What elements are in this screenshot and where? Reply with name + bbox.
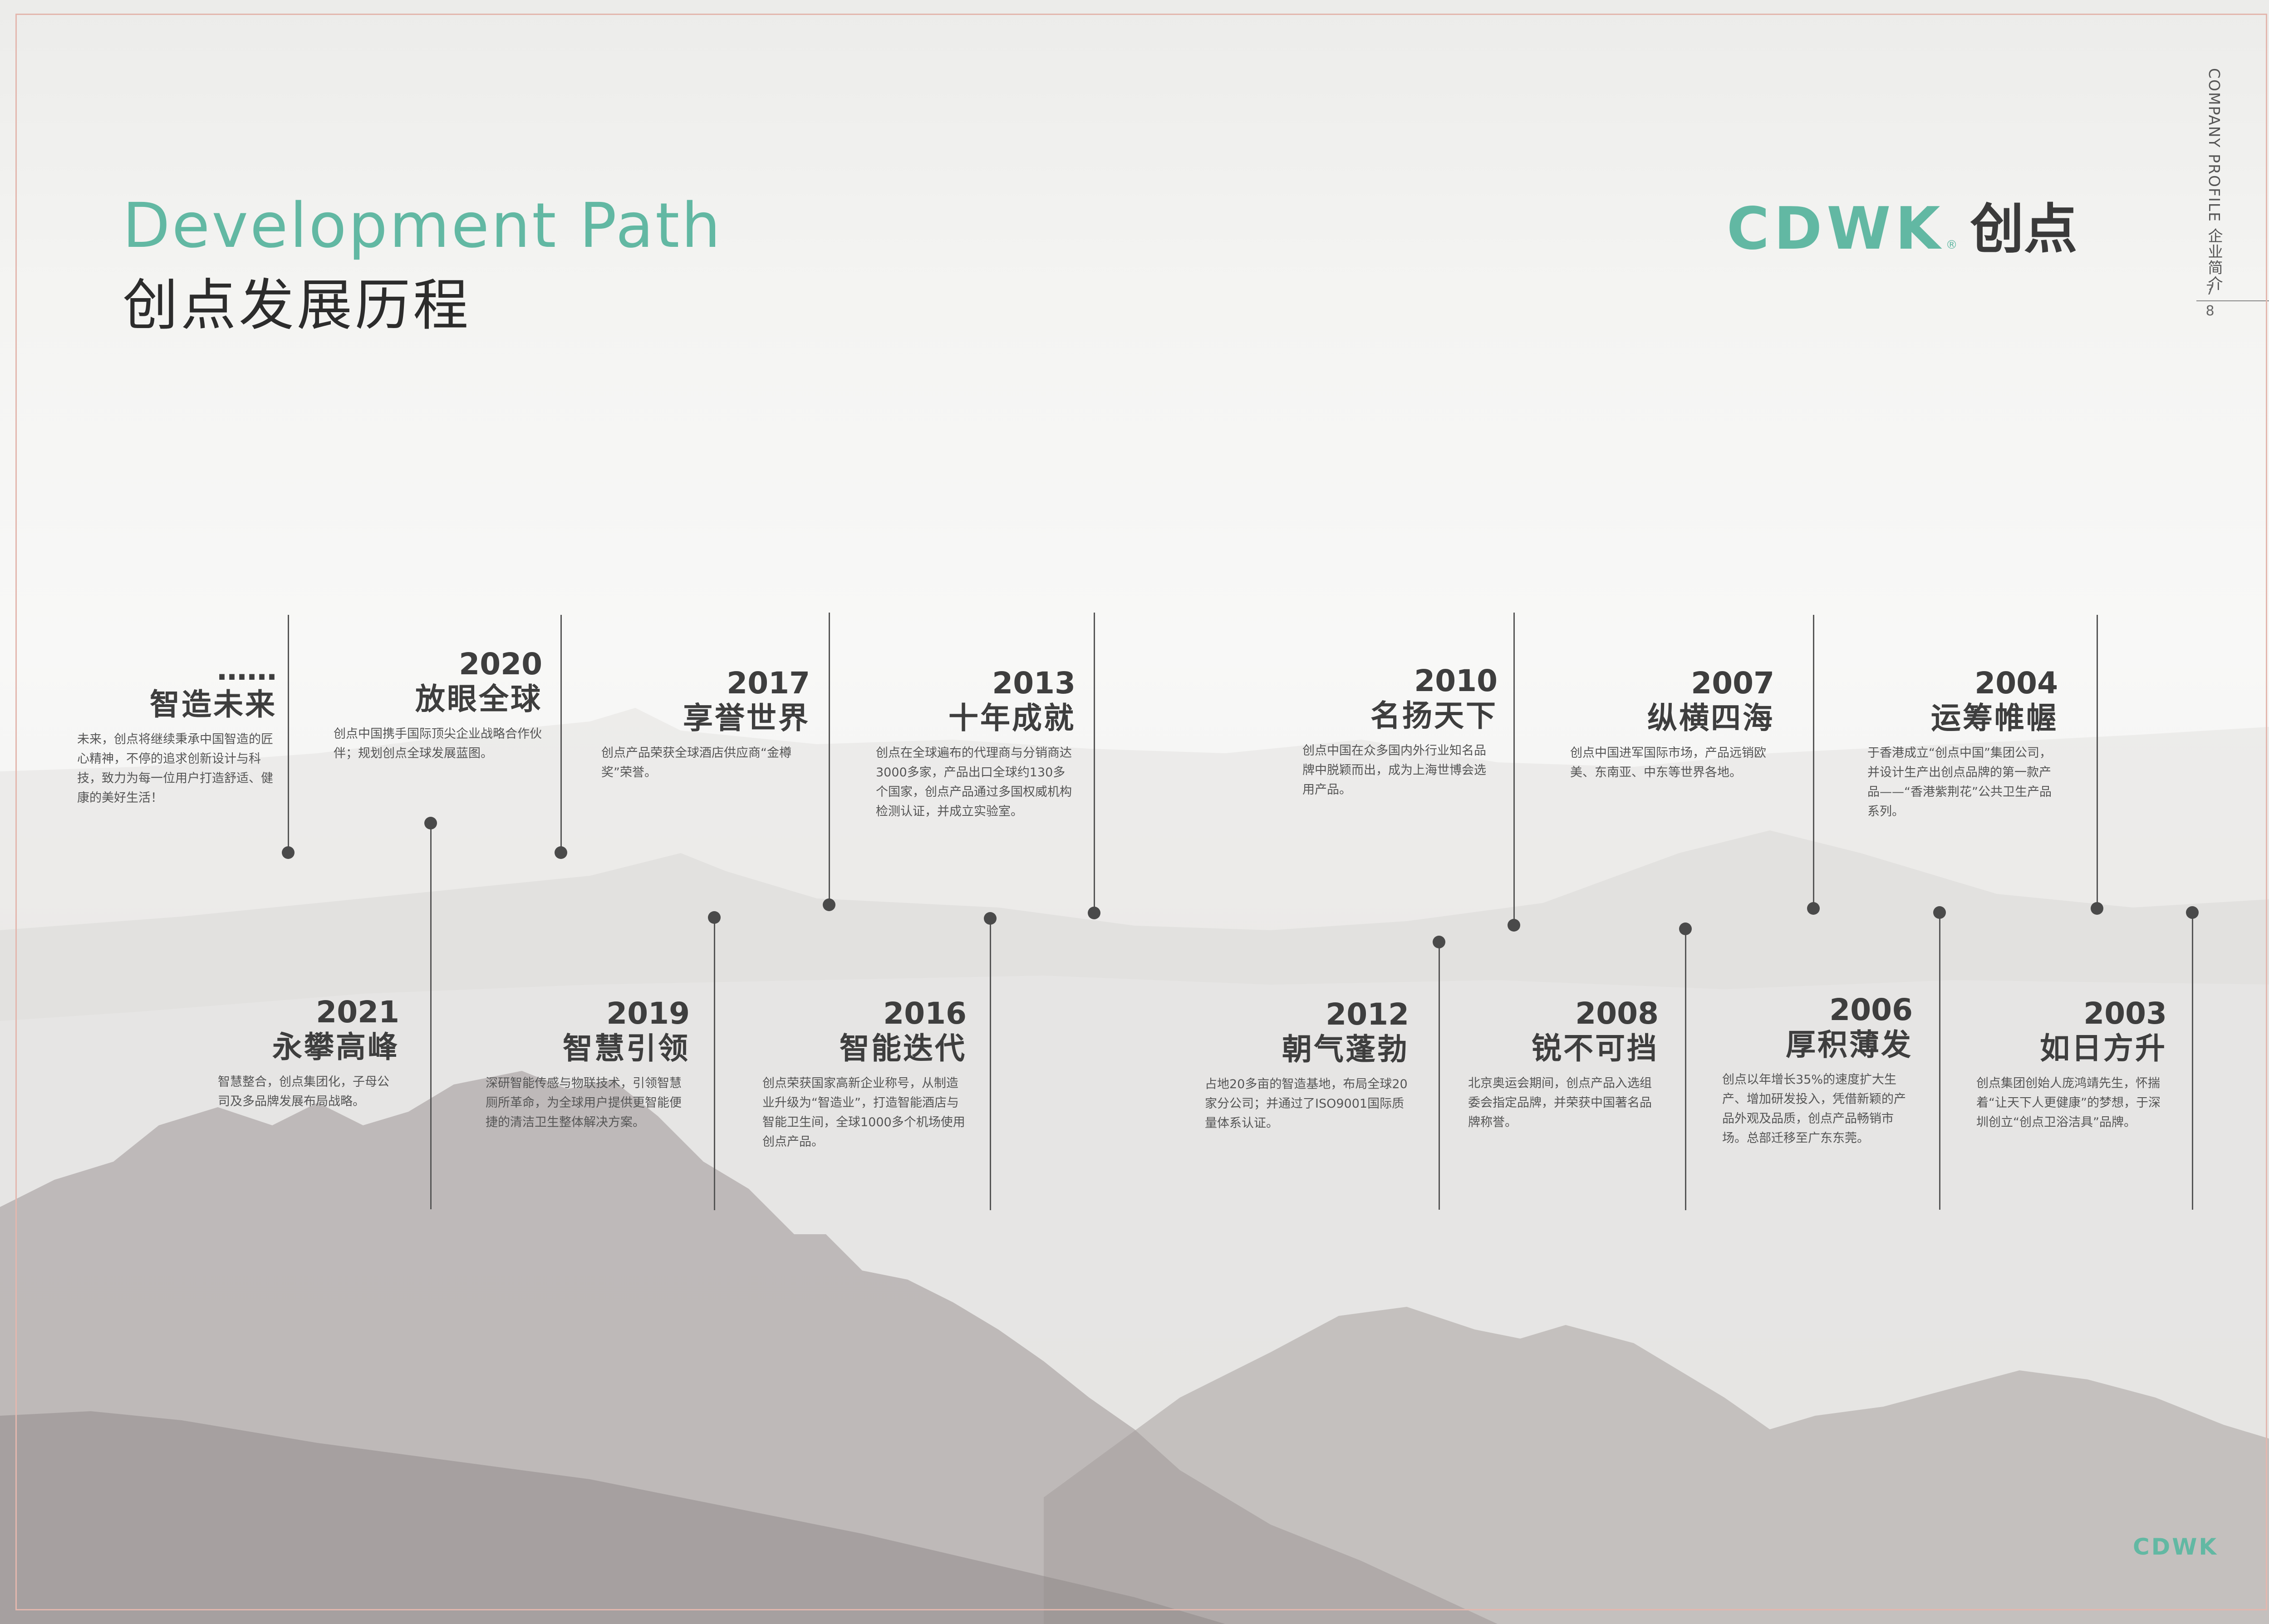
milestone-year: 2008 [1575, 996, 1659, 1031]
milestone-year: 2017 [727, 666, 810, 701]
timeline-dot [823, 898, 835, 911]
timeline-dot [984, 912, 997, 925]
side-section-label: COMPANY PROFILE 企业简介 [2205, 68, 2223, 292]
milestone-2012: 2012 朝气蓬勃 占地20多亩的智造基地，布局全球20家分公司；并通过了ISO… [1205, 998, 1409, 1133]
logo-chinese: 创点 [1970, 198, 2077, 260]
milestone-2019: 2019 智慧引领 深研智能传感与物联技术，引领智慧厕所革命，为全球用户提供更智… [486, 997, 690, 1132]
milestone-desc: 创点产品荣获全球酒店供应商“金樽奖”荣誉。 [601, 746, 791, 780]
milestone-year: 2003 [2083, 996, 2167, 1031]
milestone-desc: 智慧整合，创点集团化，子母公司及多品牌发展布局战略。 [218, 1074, 389, 1109]
page-number-divider [2196, 300, 2269, 301]
milestone-year: 2004 [1974, 666, 2058, 701]
timeline-line [1094, 613, 1095, 912]
milestone-desc: 北京奥运会期间，创点产品入选组委会指定品牌，并荣获中国著名品牌称誉。 [1468, 1076, 1652, 1130]
timeline-line [560, 615, 562, 853]
timeline-line [1813, 615, 1814, 910]
logo-registered-mark: ® [1945, 238, 1958, 252]
milestone-year: 2019 [606, 996, 690, 1031]
timeline-dot [555, 846, 567, 859]
milestone-2017: 2017 享誉世界 创点产品荣获全球酒店供应商“金樽奖”荣誉。 [601, 667, 810, 782]
milestone-desc: 创点以年增长35%的速度扩大生产、增加研发投入，凭借新颖的产品外观及品质，创点产… [1722, 1072, 1906, 1146]
milestone-2010: 2010 名扬天下 创点中国在众多国内外行业知名品牌中脱颖而出，成为上海世博会选… [1302, 663, 1498, 800]
milestone-2020: 2020 放眼全球 创点中国携手国际顶尖企业战略合作伙伴；规划创点全球发展蓝图。 [334, 648, 542, 763]
timeline-dot [1508, 919, 1520, 932]
milestone-title: 朝气蓬勃 [1282, 1031, 1409, 1067]
milestone-title: 如日方升 [2040, 1030, 2167, 1066]
milestone-2007: 2007 纵横四海 创点中国进军国际市场，产品远销欧美、东南亚、中东等世界各地。 [1570, 667, 1774, 782]
milestone-2006: 2006 厚积薄发 创点以年增长35%的速度扩大生产、增加研发投入，凭借新颖的产… [1722, 992, 1913, 1148]
milestone-title: 名扬天下 [1370, 698, 1498, 733]
milestone-2008: 2008 锐不可挡 北京奥运会期间，创点产品入选组委会指定品牌，并荣获中国著名品… [1468, 997, 1659, 1132]
page-number-left: 7 [2205, 282, 2215, 298]
milestone-title: 锐不可挡 [1532, 1030, 1659, 1066]
milestone-year: 2013 [992, 666, 1076, 701]
milestone-year: 2007 [1691, 666, 1774, 701]
timeline-line [2192, 913, 2193, 1210]
timeline-dot [2091, 902, 2103, 915]
milestone-2016: 2016 智能迭代 创点荣获国家高新企业称号，从制造业升级为“智造业”，打造智能… [762, 997, 967, 1152]
timeline-line [829, 613, 830, 905]
timeline-line [1939, 913, 1940, 1210]
milestone-title: 永攀高峰 [272, 1029, 399, 1065]
milestone-2013: 2013 十年成就 创点在全球遍布的代理商与分销商达3000多家，产品出口全球约… [876, 667, 1076, 822]
milestone-desc: 创点集团创始人庞鸿靖先生，怀揣着“让天下人更健康”的梦想，于深圳创立“创点卫浴洁… [1976, 1076, 2161, 1130]
milestone-year: 2016 [883, 996, 967, 1031]
milestone-desc: 创点在全球遍布的代理商与分销商达3000多家，产品出口全球约130多个国家，创点… [876, 746, 1072, 819]
milestone-desc: 占地20多亩的智造基地，布局全球20家分公司；并通过了ISO9001国际质量体系… [1205, 1077, 1408, 1131]
timeline-line [990, 918, 991, 1210]
milestone-title: 放眼全球 [415, 681, 542, 716]
timeline-line [1439, 942, 1440, 1210]
milestone-year: 2010 [1414, 663, 1498, 698]
page-number-right: 8 [2205, 303, 2215, 319]
milestone-title: 纵横四海 [1647, 700, 1774, 736]
milestone-title: 运筹帷幄 [1931, 700, 2058, 736]
timeline-dot [282, 846, 295, 859]
title-english: Development Path [123, 190, 722, 262]
timeline-dot [1807, 902, 1820, 915]
milestone-2004: 2004 运筹帷幄 于香港成立“创点中国”集团公司，并设计生产出创点品牌的第一款… [1867, 667, 2058, 822]
timeline-dot [1933, 906, 1946, 919]
milestone-2003: 2003 如日方升 创点集团创始人庞鸿靖先生，怀揣着“让天下人更健康”的梦想，于… [1976, 997, 2167, 1132]
timeline-line [288, 615, 289, 853]
timeline-line [2097, 615, 2098, 908]
milestone-title: 享誉世界 [683, 700, 810, 736]
milestone-desc: 创点荣获国家高新企业称号，从制造业升级为“智造业”，打造智能酒店与智能卫生间，全… [762, 1076, 965, 1149]
timeline-dot [1088, 907, 1100, 919]
milestone-desc: 创点中国进军国际市场，产品远销欧美、东南亚、中东等世界各地。 [1570, 746, 1766, 780]
milestone-desc: 于香港成立“创点中国”集团公司，并设计生产出创点品牌的第一款产品——“香港紫荆花… [1867, 746, 2052, 819]
timeline-dot [1433, 936, 1445, 948]
milestone-desc: 深研智能传感与物联技术，引领智慧厕所革命，为全球用户提供更智能便捷的清洁卫生整体… [486, 1076, 682, 1130]
milestone-title: 十年成就 [948, 700, 1076, 736]
milestone-year: 2020 [459, 647, 542, 682]
brand-logo: CDWK ® 创点 [1727, 200, 2077, 259]
logo-latin: CDWK [1727, 195, 1945, 263]
milestone-2021: 2021 永攀高峰 智慧整合，创点集团化，子母公司及多品牌发展布局战略。 [218, 996, 399, 1111]
milestone-year: 2006 [1829, 992, 1913, 1027]
milestone-desc: 创点中国携手国际顶尖企业战略合作伙伴；规划创点全球发展蓝图。 [334, 726, 542, 760]
milestone-title: 智慧引领 [563, 1030, 690, 1066]
milestone-future: …… 智造未来 未来，创点将继续秉承中国智造的匠心精神，不停的追求创新设计与科技… [77, 653, 277, 808]
timeline-dot [708, 911, 721, 924]
milestone-title: 厚积薄发 [1786, 1027, 1913, 1062]
timeline-line [430, 824, 432, 1209]
milestone-desc: 创点中国在众多国内外行业知名品牌中脱颖而出，成为上海世博会选用产品。 [1302, 743, 1486, 797]
milestone-year: 2012 [1326, 997, 1409, 1032]
front-ridge [0, 1411, 1225, 1624]
milestone-year: 2021 [316, 995, 399, 1030]
near-peaks-right [1044, 1307, 2269, 1624]
timeline-line [714, 917, 715, 1210]
timeline-line [1513, 613, 1515, 926]
milestone-desc: 未来，创点将继续秉承中国智造的匠心精神，不停的追求创新设计与科技，致力为每一位用… [77, 732, 273, 805]
timeline-line [1685, 929, 1686, 1210]
milestone-year: …… [217, 652, 277, 687]
footer-logo: CDWK [2133, 1534, 2219, 1560]
title-chinese: 创点发展历程 [123, 273, 471, 338]
milestone-title: 智能迭代 [840, 1030, 967, 1066]
milestone-title: 智造未来 [150, 687, 277, 722]
timeline-dot [2186, 906, 2199, 919]
timeline-dot [424, 817, 437, 829]
timeline-dot [1679, 922, 1692, 935]
